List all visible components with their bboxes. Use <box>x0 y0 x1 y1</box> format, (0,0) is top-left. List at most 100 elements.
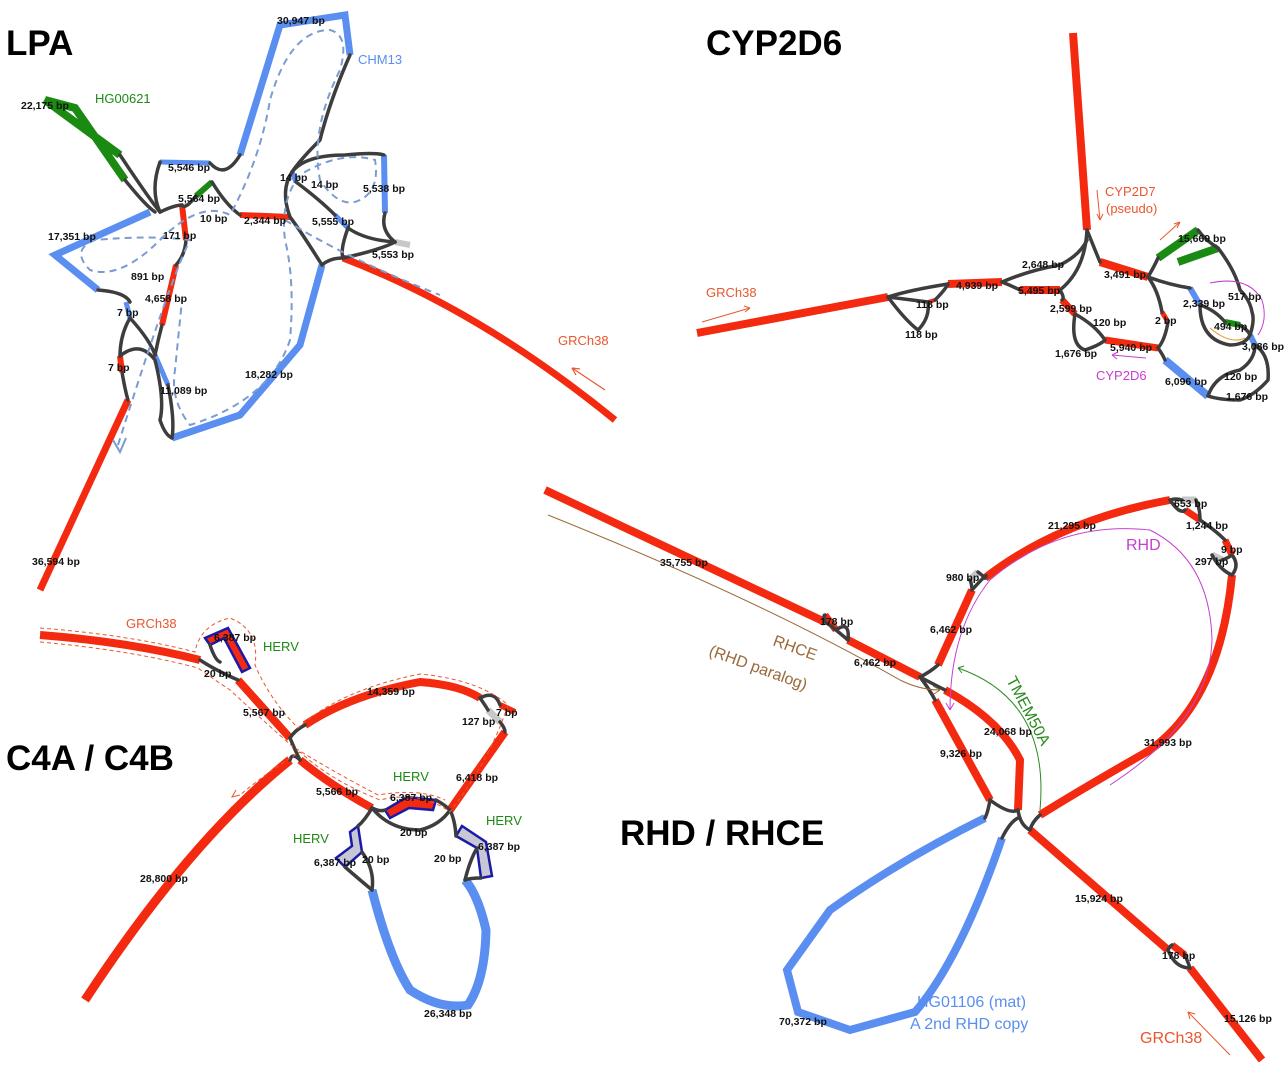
lpa-ref-segment <box>179 204 189 241</box>
length-label: 7 bp <box>108 362 130 374</box>
length-label: 15,126 bp <box>1224 1013 1272 1025</box>
cyp2d6-ref-segment <box>1159 310 1171 324</box>
rhd-edge <box>1016 808 1032 832</box>
length-label: 30,947 bp <box>277 15 325 27</box>
c4-ref-segment <box>39 631 201 664</box>
length-label: 5,495 bp <box>1018 285 1060 297</box>
length-label: 120 bp <box>1224 371 1257 383</box>
rhd-arrow <box>949 528 1213 786</box>
second-rhd-copy-label: A 2nd RHD copy <box>910 1016 1028 1033</box>
lpa-edge <box>174 238 188 267</box>
lpa-edge <box>210 180 242 217</box>
rhd-edge <box>1194 498 1202 522</box>
rhd-alt-segment <box>782 814 1006 1035</box>
cyp2d6-blue-segment <box>1162 356 1211 400</box>
cyp2d6-magenta-loop <box>1209 280 1265 336</box>
length-label: 24,068 bp <box>984 726 1032 738</box>
lpa-edge <box>346 226 397 244</box>
lpa-chm13-path <box>80 28 377 446</box>
lpa-hg00621-segment <box>194 179 214 199</box>
lpa-edge <box>123 178 157 214</box>
rhd-grch38-arrowhead <box>1187 1011 1196 1020</box>
c4-edge <box>463 846 479 882</box>
rhd-edge <box>983 798 992 820</box>
cyp2d6-ref-segment <box>947 278 1003 288</box>
rhd-edge <box>1198 518 1227 542</box>
cyp2d6-edge <box>1000 238 1089 284</box>
cyp2d6-edge <box>1198 303 1252 347</box>
lpa-grch38-arrowhead <box>571 367 581 376</box>
c4-edge <box>360 850 375 892</box>
cyp2d6-title: CYP2D6 <box>706 24 842 63</box>
rhd-length-labels: 35,755 bp 178 bp 6,462 bp 6,462 bp 980 b… <box>660 498 1272 1028</box>
length-label: 9 bp <box>1221 544 1243 556</box>
rhd-ref-segment <box>1037 574 1236 819</box>
length-label: 17,351 bp <box>48 231 96 243</box>
c4-edge <box>288 754 302 762</box>
cyp2d6-label: CYP2D6 <box>1096 368 1147 383</box>
cyp2d6-orange-arrowhead <box>1173 221 1181 229</box>
lpa-length-labels: 30,947 bp 22,175 bp 5,546 bp 5,564 bp 10… <box>21 15 414 568</box>
lpa-edge <box>96 288 132 304</box>
length-label: 6,096 bp <box>1165 376 1207 388</box>
cyp2d6-blue-segment <box>1187 286 1203 307</box>
lpa-edge <box>120 370 130 402</box>
length-label: 4,658 bp <box>145 293 187 305</box>
rhd-edge <box>822 613 827 624</box>
rhd-grch38-arrow <box>1187 1011 1231 1056</box>
c4-edge <box>478 696 490 712</box>
c4-ref-segment <box>235 677 293 741</box>
length-label: 10 bp <box>200 213 227 225</box>
lpa-hg00621-segment <box>42 96 129 183</box>
length-label: 6,462 bp <box>930 624 972 636</box>
lpa-chm13-segment <box>236 10 354 157</box>
lpa-chm13-segment <box>48 208 152 293</box>
rhd-ref-segment <box>934 588 976 667</box>
cyp2d6-edge <box>1156 320 1170 350</box>
c4-edge <box>478 693 502 707</box>
length-label: 20 bp <box>204 668 231 680</box>
length-label: 7 bp <box>117 307 139 319</box>
cyp2d7-label: CYP2D7 <box>1105 184 1156 199</box>
length-label: 5,553 bp <box>372 249 414 261</box>
cyp2d6-edge <box>1072 312 1107 352</box>
tmem50a-arrow <box>957 667 1042 811</box>
length-label: 891 bp <box>131 271 164 283</box>
rhd-ref-segment <box>1183 507 1202 523</box>
length-label: 9,326 bp <box>940 748 982 760</box>
cyp2d6-ref-segment <box>696 293 889 337</box>
cyp2d6-grch38-arrow <box>701 307 751 323</box>
length-label: 6,387 bp <box>390 792 432 804</box>
length-label: 36,594 bp <box>32 556 80 568</box>
cyp2d6-edge <box>1058 228 1089 292</box>
length-label: 70,372 bp <box>779 1016 827 1028</box>
rhd-edge <box>834 624 850 642</box>
c4-edge <box>343 865 374 892</box>
rhce-label: RHCE <box>771 633 819 664</box>
lpa-edge <box>166 383 175 440</box>
lpa-hg00621-label: HG00621 <box>95 91 151 106</box>
cyp2d6-edge <box>1156 346 1167 362</box>
rhd-edge <box>970 574 988 592</box>
cyp2d7-pseudo-label: (pseudo) <box>1106 201 1157 216</box>
length-label: 15,669 bp <box>1178 233 1226 245</box>
rhce-arrow <box>547 514 941 691</box>
lpa-gray-segment <box>394 239 411 248</box>
lpa-edge <box>283 170 294 219</box>
lpa-edge <box>290 53 352 174</box>
c4-edge <box>463 876 483 882</box>
c4-edge <box>208 643 222 664</box>
lpa-chm13-segment <box>159 159 211 166</box>
length-label: 26,348 bp <box>424 1008 472 1020</box>
lpa-edge <box>153 323 164 357</box>
lpa-grch38-label: GRCh38 <box>558 333 609 348</box>
cyp2d6-grch38-arrowhead <box>743 305 751 313</box>
rhd-arrowhead <box>945 702 955 711</box>
cyp2d6-edge <box>933 282 950 302</box>
lpa-edge <box>340 226 350 260</box>
cyp2d6-edge <box>1206 343 1270 402</box>
length-label: 653 bp <box>1174 498 1207 510</box>
length-label: 11,089 bp <box>160 385 207 397</box>
tmem50a-arrowhead <box>957 665 965 674</box>
